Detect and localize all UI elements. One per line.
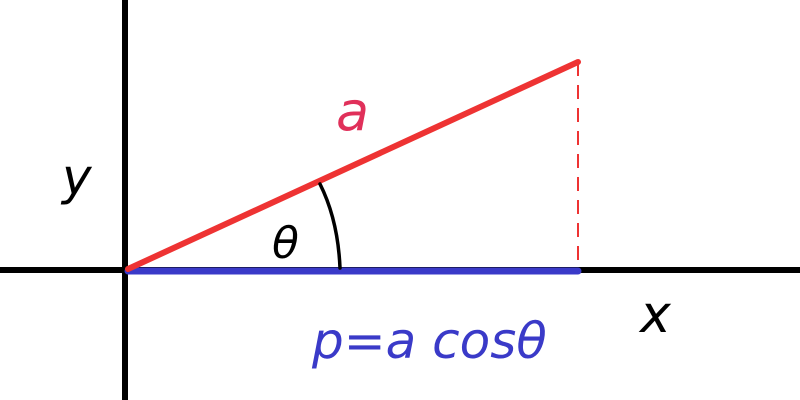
angle-label: θ [272, 218, 299, 269]
projection-label: p=a cosθ [311, 312, 547, 370]
y-axis-label: y [60, 148, 93, 206]
x-axis-label: x [638, 285, 672, 345]
angle-arc [318, 182, 342, 270]
vector-a-line [125, 59, 581, 272]
vector-label: a [336, 80, 369, 143]
